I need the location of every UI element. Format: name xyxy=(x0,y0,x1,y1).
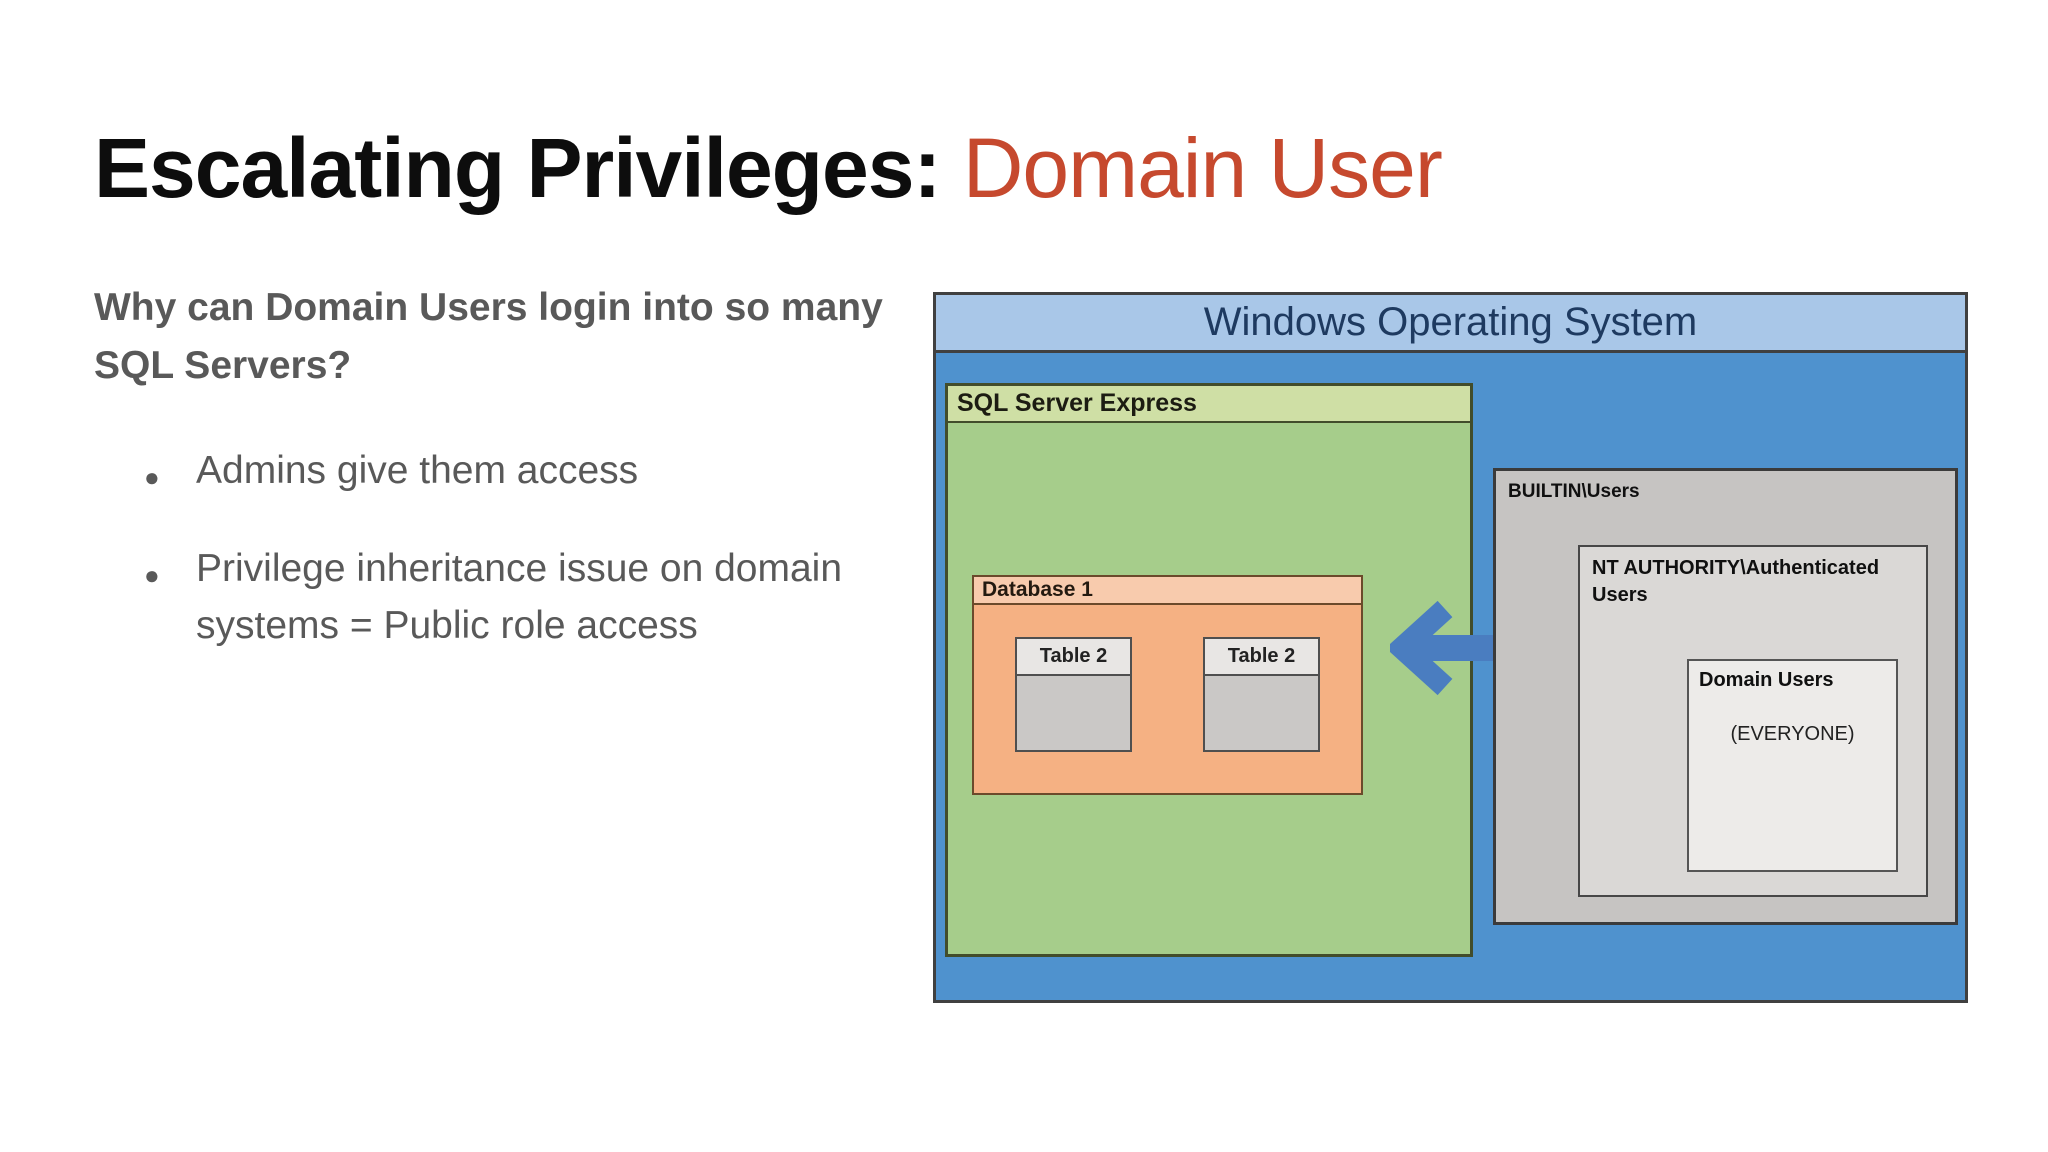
list-item: ● Admins give them access xyxy=(94,442,874,499)
database-1-label: Database 1 xyxy=(982,578,1093,601)
builtin-users-label: BUILTIN\Users xyxy=(1508,481,1640,502)
table-box: Table 2 xyxy=(1015,637,1132,752)
bullet-icon: ● xyxy=(144,560,160,590)
slide-title-red: Domain User xyxy=(962,121,1443,215)
windows-os-diagram: Windows Operating System SQL Server Expr… xyxy=(933,292,1968,1003)
bullet-text: Privilege inheritance issue on domain sy… xyxy=(196,547,843,647)
sql-server-express-box: SQL Server Express Database 1 Table 2 Ta… xyxy=(945,383,1473,957)
domain-users-label: Domain Users xyxy=(1699,669,1834,691)
bullet-text: Admins give them access xyxy=(196,449,639,492)
windows-os-label: Windows Operating System xyxy=(1203,300,1698,344)
builtin-users-box: BUILTIN\Users NT AUTHORITY\Authenticated… xyxy=(1493,468,1958,925)
bullet-icon: ● xyxy=(144,462,160,492)
nt-authority-box: NT AUTHORITY\Authenticated Users Domain … xyxy=(1578,545,1928,897)
table-label: Table 2 xyxy=(1017,639,1130,676)
database-1-box: Database 1 Table 2 Table 2 xyxy=(972,575,1363,795)
slide-title: Escalating Privileges: Domain User xyxy=(94,121,1443,215)
table-box: Table 2 xyxy=(1203,637,1320,752)
windows-os-header: Windows Operating System xyxy=(936,295,1965,353)
database-1-header: Database 1 xyxy=(974,577,1361,605)
list-item: ● Privilege inheritance issue on domain … xyxy=(94,540,874,654)
question-heading: Why can Domain Users login into so many … xyxy=(94,286,883,387)
sql-server-express-header: SQL Server Express xyxy=(948,386,1470,423)
bullet-list: ● Admins give them access ● Privilege in… xyxy=(94,442,874,695)
everyone-label: (EVERYONE) xyxy=(1730,723,1855,745)
domain-users-box: Domain Users (EVERYONE) xyxy=(1687,659,1898,872)
nt-authority-label: NT AUTHORITY\Authenticated Users xyxy=(1592,557,1880,606)
sql-server-express-label: SQL Server Express xyxy=(957,389,1197,417)
left-arrow-icon xyxy=(1385,598,1500,698)
table-label: Table 2 xyxy=(1205,639,1318,676)
slide-title-black: Escalating Privileges: xyxy=(94,121,963,215)
